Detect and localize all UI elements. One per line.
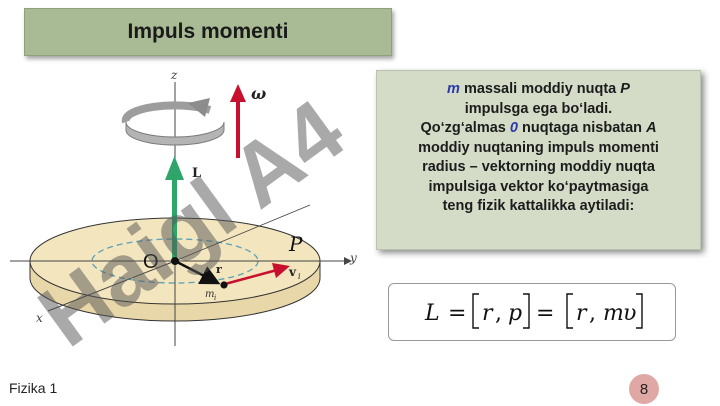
omega-label: ω (251, 84, 266, 103)
v-subscript: i (298, 272, 301, 281)
formula-comma-1: , (495, 301, 502, 326)
x-axis-back (174, 204, 311, 262)
point-symbol: P (620, 81, 630, 97)
title-box: Impuls momenti (24, 8, 392, 56)
footer-course-name: Fizika 1 (9, 380, 58, 396)
formula-p: p (508, 301, 522, 326)
definition-line-3: Qo‘zg‘almas 0 nuqtaga nisbatan A (377, 119, 700, 139)
rotation-arrow-icon (121, 98, 225, 146)
page-number-badge: 8 (629, 374, 659, 404)
P-label: P (288, 232, 303, 256)
formula-equals-1: = (448, 301, 466, 326)
formula-upsilon: υ (623, 301, 636, 326)
page-number: 8 (639, 380, 649, 398)
L-label: L (192, 166, 201, 181)
origin-point (171, 257, 179, 265)
definition-text: massali moddiy nuqta (459, 81, 621, 97)
origin-label: O (143, 251, 159, 273)
formula-svg: L = r , p = r , m υ (424, 293, 643, 329)
formula-r-1: r (482, 301, 494, 326)
formula-r-2: r (576, 301, 588, 326)
watermark: Haigl A4 (21, 80, 361, 365)
x-axis (47, 260, 176, 312)
r-vector-arrow (174, 259, 221, 285)
definition-line-1: m massali moddiy nuqta P (377, 80, 700, 100)
v-label: v (288, 265, 297, 279)
formula-brackets (472, 293, 643, 329)
slide-title: Impuls momenti (127, 20, 289, 43)
watermark-text: Haigl A4 (21, 80, 361, 365)
definition-text: Qo‘zg‘almas (420, 120, 510, 136)
mass-symbol: m (447, 81, 460, 97)
definition-line-4: moddiy nuqtaning impuls momenti (418, 139, 659, 156)
point-A-symbol: A (646, 120, 657, 136)
definition-text-box: m massali moddiy nuqta P impulsga ega bo… (376, 70, 701, 250)
definition-line-2: impulsga ega bo‘ladi. (464, 100, 613, 117)
r-label: r (216, 263, 222, 276)
axis-z-label: z (170, 68, 178, 82)
definition-line-6: impulsiga vektor ko‘paytmasiga (428, 178, 649, 195)
formula-L: L (424, 301, 440, 326)
definition-line-7: teng fizik kattalikka aytiladi: (442, 198, 635, 214)
formula-m: m (603, 301, 624, 326)
formula-comma-2: , (589, 301, 596, 326)
axis-x-label: x (36, 311, 43, 325)
m-label: m (205, 289, 214, 300)
v-vector-arrow (224, 263, 290, 286)
origin-symbol: 0 (509, 120, 518, 136)
definition-text: nuqtaga nisbatan (517, 120, 647, 136)
axis-y-label: y (349, 251, 357, 265)
m-subscript: i (214, 294, 216, 302)
particle-point (220, 281, 228, 289)
formula-box: L = r , p = r , m υ (388, 283, 676, 341)
L-vector-arrow (165, 156, 184, 262)
definition-line-5: radius – vektorning moddiy nuqta (422, 159, 655, 175)
formula-equals-2: = (536, 301, 554, 326)
omega-vector-arrow (230, 84, 246, 158)
